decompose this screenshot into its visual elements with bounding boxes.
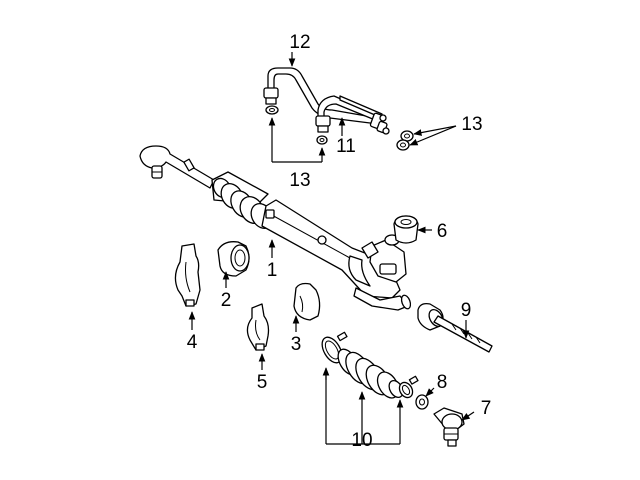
callout-7: 7: [481, 398, 492, 419]
line-fitting-left: [263, 87, 279, 105]
mount-bushing-2: [217, 241, 250, 277]
callout-6: 6: [437, 221, 448, 242]
callout-9: 9: [461, 300, 472, 321]
rack-boot: [337, 348, 404, 399]
leader-13-right: [409, 125, 457, 146]
copper-washers-right: [396, 130, 414, 151]
callout-13-left: 13: [289, 170, 310, 191]
outer-tie-rod-end: [433, 407, 465, 447]
leader-8: [425, 387, 435, 397]
callout-3: 3: [291, 334, 302, 355]
line-fitting-center: [315, 115, 331, 133]
leader-lines: [188, 52, 475, 445]
callout-5: 5: [257, 372, 268, 393]
callout-4: 4: [187, 332, 198, 353]
left-tie-rod-end: [139, 145, 215, 189]
mount-clamp-5: [246, 303, 270, 351]
callout-11: 11: [336, 136, 356, 157]
callout-labels: 1 2 3 4 5 6 7 8 9 10 11 12 13 13: [187, 32, 492, 451]
mount-bushing-3: [293, 282, 321, 321]
leader-10: [322, 367, 404, 445]
callout-10: 10: [351, 430, 372, 451]
copper-washers-left: [265, 105, 328, 145]
left-boot-on-housing: [212, 177, 274, 229]
boot-clamp-small: [398, 375, 419, 399]
mount-clamp-4: [174, 243, 201, 307]
leader-13-left: [268, 117, 326, 163]
callout-1: 1: [267, 260, 278, 281]
rack-housing: [211, 171, 412, 311]
pinion-dust-seal: [393, 215, 419, 244]
boot-clamp-large: [321, 331, 348, 364]
inner-tie-rod: [417, 302, 493, 353]
line-fitting-right: [369, 112, 390, 135]
leader-7: [461, 411, 475, 421]
callout-13-right: 13: [461, 114, 482, 135]
callout-8: 8: [437, 372, 448, 393]
callout-12: 12: [289, 32, 310, 53]
callout-2: 2: [221, 290, 232, 311]
jam-nut: [415, 394, 429, 410]
hydraulic-lines: [263, 67, 390, 135]
